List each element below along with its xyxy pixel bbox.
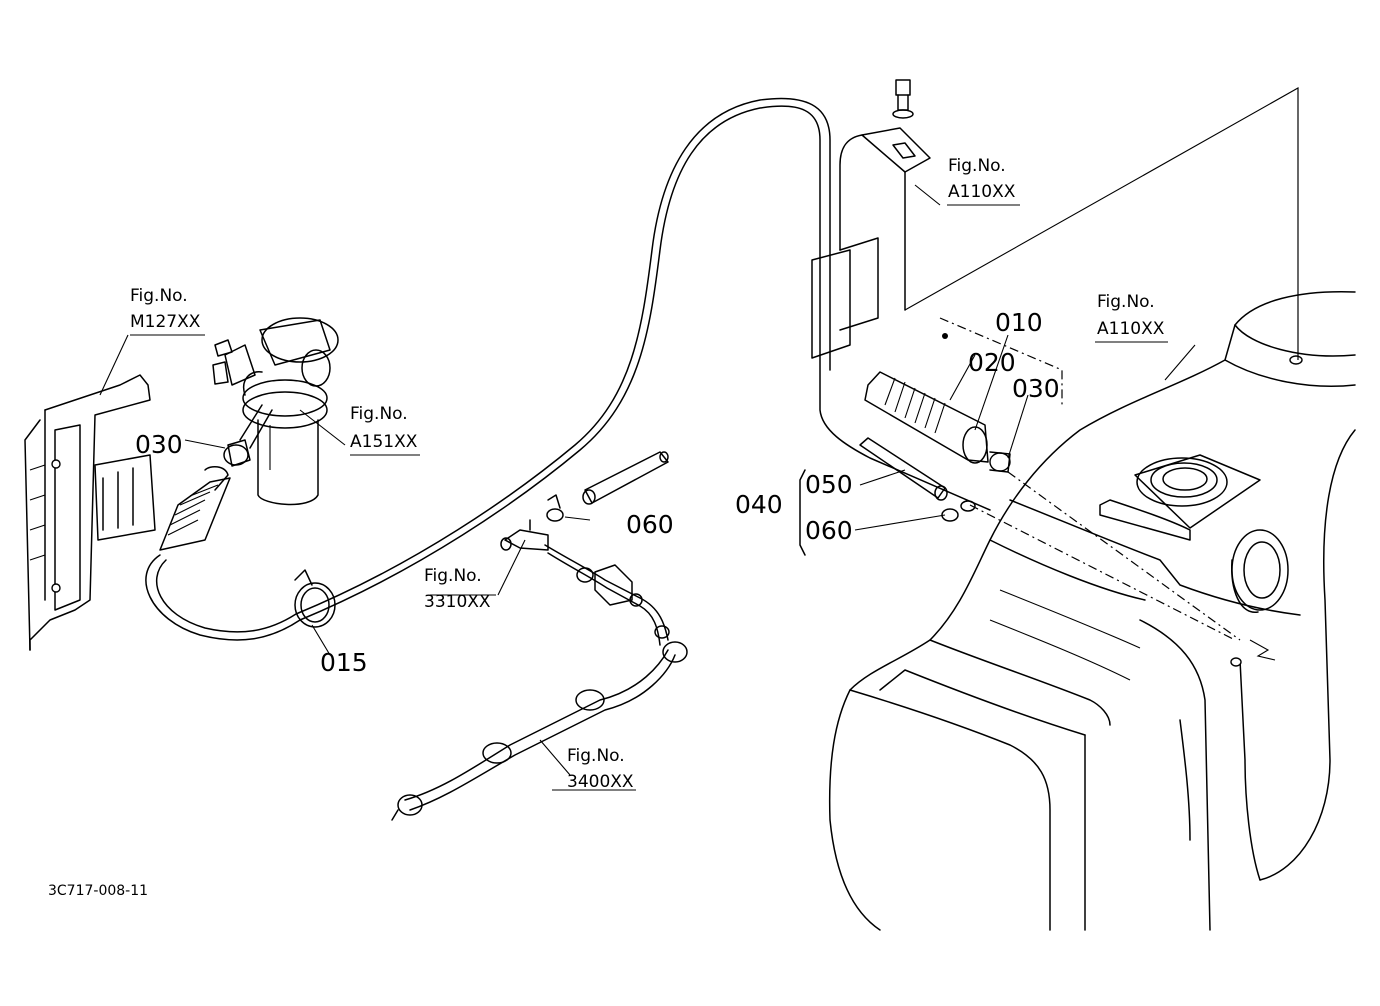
left-spring-hose bbox=[159, 404, 273, 551]
fig-prefix-a110-top: Fig.No. bbox=[948, 156, 1006, 176]
short-hose-mid bbox=[582, 451, 669, 505]
right-spring-hose bbox=[864, 371, 1011, 473]
fig-ref-3400: 3400XX bbox=[567, 772, 634, 792]
band-clamp bbox=[294, 569, 336, 628]
fig-prefix-3400: Fig.No. bbox=[567, 746, 625, 766]
callout-040: 040 bbox=[735, 490, 783, 519]
callout-030-left: 030 bbox=[135, 430, 183, 459]
fig-prefix-m127: Fig.No. bbox=[130, 286, 188, 306]
callout-010: 010 bbox=[995, 308, 1043, 337]
fuel-filter bbox=[212, 317, 339, 506]
frame-panel bbox=[24, 374, 156, 651]
short-hose-050 bbox=[859, 437, 948, 501]
fig-ref-a110-tank: A110XX bbox=[1097, 319, 1165, 339]
tank-bracket bbox=[811, 79, 1299, 360]
fig-prefix-a151: Fig.No. bbox=[350, 404, 408, 424]
callout-050: 050 bbox=[805, 470, 853, 499]
callout-030-right: 030 bbox=[1012, 374, 1060, 403]
drawing-code: 3C717-008-11 bbox=[48, 883, 149, 899]
fig-prefix-3310: Fig.No. bbox=[424, 566, 482, 586]
fig-ref-m127: M127XX bbox=[130, 312, 201, 332]
fig-ref-a110-top: A110XX bbox=[948, 182, 1016, 202]
callout-015: 015 bbox=[320, 648, 368, 677]
fuel-tank bbox=[828, 291, 1356, 931]
callout-060-mid: 060 bbox=[626, 510, 674, 539]
fig-prefix-a110-tank: Fig.No. bbox=[1097, 292, 1155, 312]
callout-060-right: 060 bbox=[805, 516, 853, 545]
leader-lines bbox=[99, 184, 1241, 791]
callout-020: 020 bbox=[968, 348, 1016, 377]
injection-line bbox=[391, 519, 688, 821]
fuel-hose bbox=[145, 97, 991, 641]
fig-ref-3310: 3310XX bbox=[424, 592, 491, 612]
fig-ref-a151: A151XX bbox=[350, 432, 418, 452]
